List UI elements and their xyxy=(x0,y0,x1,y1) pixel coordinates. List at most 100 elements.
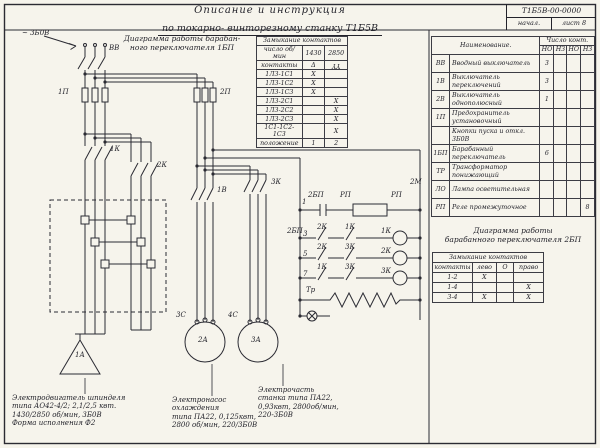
cell: НО xyxy=(566,45,582,55)
cell xyxy=(301,123,326,140)
cell xyxy=(580,144,595,163)
machine-electrics-note: Электрочасть станка типа ПА22, 0,93квт, … xyxy=(258,386,346,419)
cell: положение xyxy=(256,138,303,149)
cell xyxy=(495,272,515,283)
cell xyxy=(580,126,595,145)
winding-symbol-double-star: YY xyxy=(324,60,348,71)
power-circuit xyxy=(77,46,421,322)
cell: X xyxy=(513,282,544,293)
cell: X xyxy=(301,78,326,89)
supply-arrow xyxy=(43,35,107,50)
cell: X xyxy=(324,96,348,107)
contact-label-2bp: 2БП xyxy=(287,227,303,235)
component-label-2k: 2К xyxy=(157,161,167,169)
cell: РП xyxy=(431,198,450,217)
note-line: охлаждения xyxy=(172,404,220,413)
cell: ТР xyxy=(431,162,450,181)
coil-label-1k: 1К xyxy=(381,227,391,235)
winding-label-1a: 1А xyxy=(75,351,85,359)
cell: 1-2 xyxy=(432,272,473,283)
cell xyxy=(513,272,544,283)
cell: 1-4 xyxy=(432,282,473,293)
coil-label-3k: 3К xyxy=(381,267,391,275)
doc-stage: начал. xyxy=(507,18,552,30)
table-row: контакты лево О право xyxy=(432,262,544,273)
cell: X xyxy=(324,123,348,140)
cell xyxy=(539,162,555,181)
cell: 1430 xyxy=(301,44,326,62)
contact-label: 3К xyxy=(345,263,355,271)
cell: Трансформатор понижающий xyxy=(448,162,541,181)
component-label-1k: 1К xyxy=(110,145,120,153)
sheet-frame xyxy=(3,3,597,445)
wire-number-5: 5 xyxy=(303,250,308,258)
winding-symbol-delta: Δ xyxy=(301,60,326,71)
cell: НО xyxy=(539,45,555,55)
note-line: Электрочасть xyxy=(258,386,315,394)
drum2-caption-line2: барабанного переключателя 2БП xyxy=(444,235,582,245)
doc-number-box: Т1Б5В-00-0000 начал. лист 8 xyxy=(506,4,596,30)
cell xyxy=(580,162,595,181)
cell xyxy=(539,180,555,199)
cell: 8 xyxy=(580,198,595,217)
cell xyxy=(553,126,568,145)
cell: Кнопки пуска и откл. 3Б0В xyxy=(448,126,541,145)
component-label-rp: РП xyxy=(340,191,351,199)
cell: 6 xyxy=(539,144,555,163)
cell xyxy=(553,162,568,181)
cell xyxy=(566,198,582,217)
cell: 1Л3-2С1 xyxy=(256,96,303,107)
coolant-pump-note: Электронасос охлаждения типа ПА22, 0,125… xyxy=(172,396,264,429)
cell: X xyxy=(301,69,326,80)
cell xyxy=(566,162,582,181)
cell xyxy=(301,96,326,107)
cell: 3 xyxy=(539,54,555,73)
note-line: типа АО42-4/2; 2,1/2,5 квт. xyxy=(12,402,117,411)
terminal-label-4s: 4С xyxy=(228,311,238,319)
cell xyxy=(495,282,515,293)
cell: контакты xyxy=(432,262,473,273)
cell xyxy=(324,69,348,80)
cell: контакты xyxy=(256,60,303,71)
cell: 3 xyxy=(539,72,555,91)
note-line: 220-3Б0В xyxy=(258,410,293,419)
coil-label-2k: 2К xyxy=(381,247,391,255)
cell xyxy=(553,90,568,109)
cell: 3-4 xyxy=(432,292,473,303)
cell xyxy=(566,54,582,73)
drum2-caption-line1: Диаграмма работы xyxy=(473,226,553,235)
cell xyxy=(553,180,568,199)
component-label-2p: 2П xyxy=(220,88,231,96)
table-row: Замыкание контактов xyxy=(432,252,544,263)
cell xyxy=(553,144,568,163)
contact-label: 2К xyxy=(317,243,327,251)
terminal-label-3s: 3С xyxy=(176,311,186,319)
note-line: типа ПА22, 0,125квт, xyxy=(172,412,256,421)
cell: 1П xyxy=(431,108,450,127)
cell xyxy=(566,108,582,127)
cell xyxy=(553,108,568,127)
cell: 2В xyxy=(431,90,450,109)
sheet-title: Описание и инструкция по токарно- винтор… xyxy=(120,5,420,36)
cell xyxy=(553,198,568,217)
cell: X xyxy=(513,292,544,303)
table-row: Замыкание контактов xyxy=(256,36,348,46)
table-title-cell: Замыкание контактов xyxy=(256,36,348,46)
wire-number-7: 7 xyxy=(303,270,308,278)
cell xyxy=(301,114,326,125)
note-line: 1430/2850 об/мин, 3Б0В xyxy=(12,410,102,419)
spindle-motor-note: Электродвигатель шпинделя типа АО42-4/2;… xyxy=(12,394,170,427)
cell: 1 xyxy=(301,138,326,149)
cell: 1В xyxy=(431,72,450,91)
